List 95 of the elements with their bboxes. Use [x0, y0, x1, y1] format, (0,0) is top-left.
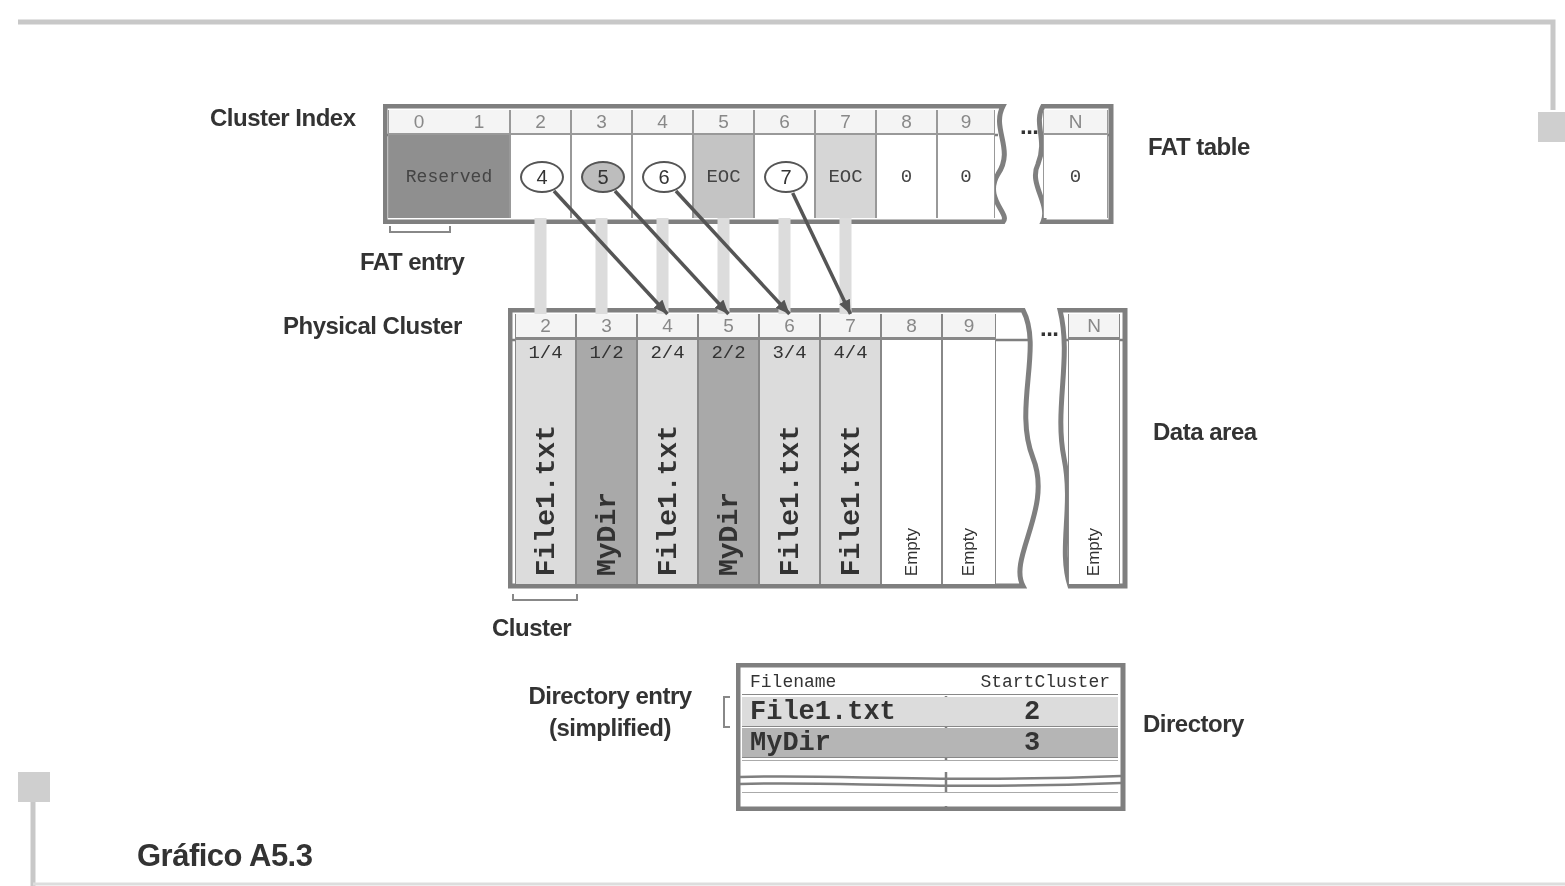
directory-text: MyDir: [750, 727, 831, 758]
cluster-index: 5: [718, 110, 729, 133]
fat-entry-value: EOC: [706, 165, 741, 188]
connector-bar: [595, 218, 608, 314]
cluster-content: Empty: [959, 527, 979, 576]
cluster-fraction: 2/4: [649, 342, 686, 364]
fat-entry-cell: [876, 110, 937, 218]
cluster-index: 1: [473, 110, 485, 133]
cluster-index: 3: [596, 110, 607, 133]
fat-entry-value: 0: [900, 165, 913, 188]
cluster-cell: [759, 314, 820, 584]
cluster-content: Empty: [901, 527, 922, 576]
arrow: [552, 189, 669, 316]
cluster-content: File1.txt: [652, 424, 683, 576]
fat-entry-value: 0: [960, 165, 972, 188]
cluster-cell: [1068, 314, 1120, 584]
cluster-index: 8: [906, 314, 917, 337]
fat-entry-cell: [754, 110, 815, 218]
directory-text: StartCluster: [980, 671, 1110, 692]
cluster-index: 6: [784, 314, 795, 337]
annotation-label: Cluster: [492, 614, 572, 642]
cluster-cell: [698, 314, 759, 584]
connector-bar: [839, 218, 852, 314]
connector-bar: [778, 218, 791, 314]
cluster-fraction: 1/4: [527, 342, 564, 364]
fat-entry-cell: [510, 110, 571, 218]
fat-entry-value: Reserved: [405, 166, 493, 187]
cluster-index: 4: [657, 110, 668, 133]
cluster-index: 7: [845, 314, 856, 337]
table-heading: FAT table: [1148, 133, 1250, 161]
directory-text: File1.txt: [750, 696, 896, 727]
next-cluster-number: 4: [536, 165, 548, 189]
cluster-fraction: 4/4: [832, 342, 869, 364]
connector-bar: [534, 218, 547, 314]
annotation-label: Physical Cluster: [283, 312, 462, 340]
annotation-label: Cluster Index: [210, 104, 356, 132]
cluster-fraction: 1/2: [588, 342, 625, 364]
cluster-content: File1.txt: [530, 424, 561, 576]
fat-entry-cell: [571, 110, 632, 218]
cluster-content: File1.txt: [835, 424, 866, 576]
cluster-fraction: 3/4: [771, 342, 808, 364]
cluster-index: 2: [535, 110, 546, 133]
directory-cell: [946, 728, 1118, 758]
cluster-index: N: [1068, 110, 1083, 133]
fat-entry-cell: [815, 110, 876, 218]
cluster-content: Empty: [1084, 527, 1104, 576]
cluster-content: File1.txt: [774, 424, 805, 576]
cluster-cell: [515, 314, 576, 584]
table-heading: Directory: [1143, 710, 1244, 738]
cluster-cell: [637, 314, 698, 584]
cluster-cell: [576, 314, 637, 584]
figure-caption: Gráfico A5.3: [137, 838, 313, 874]
arrow: [674, 189, 791, 316]
cluster-index: 2: [540, 314, 551, 337]
cluster-index: 8: [901, 110, 912, 133]
fat-entry-cell: [1043, 110, 1108, 218]
cluster-index: 9: [963, 314, 975, 337]
arrow: [613, 189, 730, 316]
directory-text: 3: [1023, 727, 1041, 758]
cluster-index: N: [1087, 314, 1101, 337]
cluster-index: 0: [413, 110, 425, 133]
cluster-index: 7: [840, 110, 851, 133]
cluster-index: 3: [601, 314, 612, 337]
cluster-index: 6: [779, 110, 790, 133]
annotation-label: FAT entry: [360, 248, 465, 276]
cluster-cell: [820, 314, 881, 584]
fat-entry-cell: [693, 110, 754, 218]
directory-cell: [742, 728, 946, 758]
cluster-index: 9: [960, 110, 972, 133]
cluster-cell: [881, 314, 942, 584]
cluster-cell: [942, 314, 996, 584]
connector-bar: [717, 218, 730, 314]
connector-bar: [656, 218, 669, 314]
fat-entry-cell: [632, 110, 693, 218]
annotation-label: Directory entry (simplified): [527, 681, 693, 743]
arrow: [791, 192, 853, 315]
directory-cell: [946, 697, 1118, 727]
next-cluster-number: 6: [658, 165, 670, 189]
table-heading: Data area: [1153, 418, 1257, 446]
cluster-content: MyDir: [713, 492, 744, 576]
next-cluster-number: 7: [780, 165, 792, 189]
fat-entry-value: EOC: [828, 165, 863, 188]
fat-entry-cell: [388, 110, 510, 218]
directory-cell: [742, 697, 946, 727]
fat-entry-value: 0: [1069, 165, 1082, 188]
directory-text: Filename: [750, 671, 837, 692]
directory-text: 2: [1023, 696, 1041, 727]
cluster-content: MyDir: [591, 492, 622, 576]
cluster-index: 5: [723, 314, 734, 337]
annotation-label: ...: [1040, 314, 1059, 342]
next-cluster-number: 5: [597, 165, 609, 189]
annotation-label: ...: [1020, 112, 1039, 140]
fat-entry-cell: [937, 110, 995, 218]
cluster-index: 4: [662, 314, 673, 337]
cluster-fraction: 2/2: [710, 342, 747, 364]
